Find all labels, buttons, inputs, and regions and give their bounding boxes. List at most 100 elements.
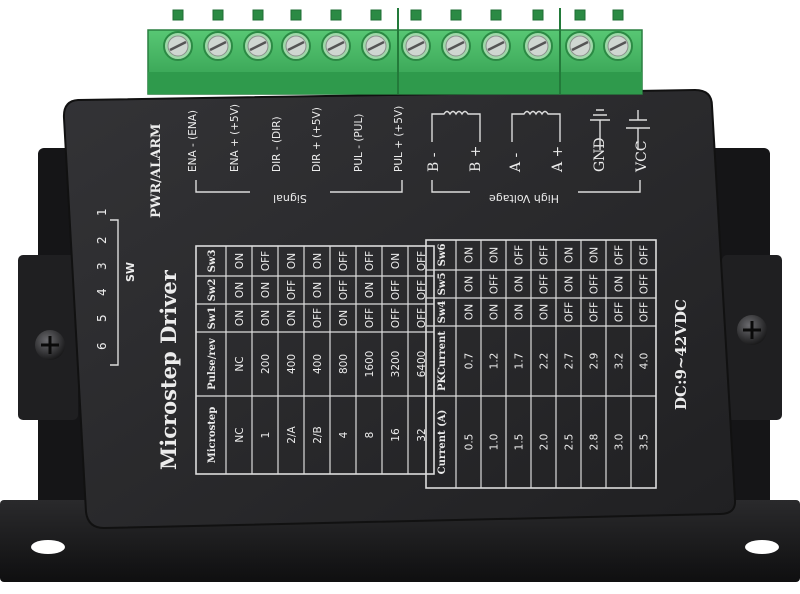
table-cell: OFF: [639, 245, 651, 265]
table-header-cell: Pulse/rev: [207, 337, 218, 390]
terminal-screw-icon: [321, 9, 351, 61]
table-cell: ON: [364, 282, 376, 298]
table-cell: 1.0: [489, 434, 501, 451]
signal-pin-label: DIR - (DIR): [271, 116, 283, 172]
terminal-screw-icon: [163, 9, 193, 61]
table-cell: OFF: [364, 251, 376, 271]
power-pin-label: A +: [550, 146, 566, 173]
table-cell: ON: [464, 276, 476, 292]
sw-number: 6: [95, 342, 109, 350]
table-cell: 3.0: [614, 434, 626, 451]
table-cell: 1600: [364, 351, 376, 378]
terminal-screw-icon: [203, 9, 233, 61]
table-cell: OFF: [589, 302, 601, 322]
front-panel: [62, 88, 737, 530]
hv-bracket: [431, 180, 641, 193]
current-table: Current (A)PKCurrentSw4Sw5Sw60.50.7ONONO…: [425, 239, 657, 489]
table-cell: ON: [464, 304, 476, 320]
table-cell: 800: [338, 354, 350, 374]
signal-pin-label: PUL + (+5V): [393, 106, 405, 172]
table-cell: ON: [286, 310, 298, 326]
table-cell: ON: [614, 276, 626, 292]
table-cell: 200: [260, 354, 272, 374]
table-cell: ON: [564, 276, 576, 292]
table-cell: ON: [539, 304, 551, 320]
table-cell: 4: [338, 431, 350, 438]
table-cell: 1.7: [514, 353, 526, 370]
table-cell: 8: [364, 432, 376, 439]
table-cell: OFF: [390, 280, 402, 300]
table-cell: OFF: [489, 274, 501, 294]
table-cell: 4.0: [639, 353, 651, 370]
table-cell: ON: [589, 247, 601, 263]
table-cell: 2.9: [589, 353, 601, 370]
signal-group-label: Signal: [273, 192, 307, 205]
table-cell: OFF: [338, 280, 350, 300]
table-cell: 2/A: [286, 425, 298, 443]
table-cell: ON: [514, 276, 526, 292]
table-cell: ON: [312, 253, 324, 269]
signal-pin-label: ENA - (ENA): [187, 110, 199, 172]
supply-voltage: DC:9~42VDC: [672, 299, 690, 410]
coil-a-icon: [511, 110, 561, 142]
vcc-icon: [626, 110, 650, 150]
table-cell: ON: [489, 304, 501, 320]
sw-number: 5: [95, 314, 109, 322]
setting-tables: MicrostepPulse/revSw1Sw2Sw3NCNCONONON120…: [195, 239, 657, 489]
table-cell: 6400: [416, 351, 428, 378]
power-pin-label: GND: [592, 137, 608, 172]
led-label: PWR/ALARM: [149, 124, 164, 218]
table-cell: OFF: [539, 274, 551, 294]
sw-number: 3: [95, 262, 109, 270]
panel-print: PWR/ALARM ENA - (ENA)ENA + (+5V)DIR - (D…: [95, 104, 690, 470]
table-cell: 2.0: [539, 434, 551, 451]
table-cell: 2.2: [539, 353, 551, 370]
table-cell: 2.8: [589, 434, 601, 451]
table-cell: OFF: [338, 251, 350, 271]
table-cell: ON: [260, 310, 272, 326]
terminal-screw-icon: [401, 9, 431, 61]
table-cell: OFF: [312, 308, 324, 328]
table-cell: NC: [234, 427, 246, 442]
table-cell: 0.7: [464, 353, 476, 370]
table-cell: ON: [514, 304, 526, 320]
terminal-block: [147, 8, 643, 95]
table-cell: 3.2: [614, 353, 626, 370]
table-cell: ON: [338, 310, 350, 326]
table-cell: ON: [390, 253, 402, 269]
table-cell: OFF: [390, 308, 402, 328]
microstep-table: MicrostepPulse/revSw1Sw2Sw3NCNCONONON120…: [195, 245, 435, 475]
terminal-screw-icon: [441, 9, 471, 61]
table-cell: ON: [234, 253, 246, 269]
table-cell: OFF: [514, 245, 526, 265]
table-cell: ON: [234, 282, 246, 298]
sw-number: 1: [95, 208, 109, 216]
table-header-cell: Sw1: [207, 307, 218, 330]
table-cell: 2.7: [564, 353, 576, 370]
table-cell: 400: [286, 354, 298, 374]
table-cell: 3200: [390, 351, 402, 378]
table-cell: OFF: [416, 308, 428, 328]
table-cell: OFF: [260, 251, 272, 271]
signal-pin-label: PUL - (PUL): [353, 114, 365, 172]
table-cell: OFF: [639, 302, 651, 322]
table-cell: 1.2: [489, 353, 501, 370]
table-cell: ON: [286, 253, 298, 269]
table-cell: OFF: [286, 280, 298, 300]
device-title: Microstep Driver: [156, 269, 181, 470]
terminal-screw-icon: [565, 9, 595, 61]
table-header-cell: Sw5: [437, 273, 448, 296]
sw-number: 2: [95, 236, 109, 244]
table-cell: ON: [312, 282, 324, 298]
table-cell: 1.5: [514, 434, 526, 451]
table-cell: ON: [564, 247, 576, 263]
table-header-cell: Sw2: [207, 279, 218, 302]
power-pin-label: A -: [508, 152, 524, 173]
terminal-screw-icon: [361, 9, 391, 61]
table-cell: 2.5: [564, 434, 576, 451]
hv-group-label: High Voltage: [489, 192, 559, 205]
table-header-cell: Sw6: [437, 244, 448, 267]
table-cell: OFF: [639, 274, 651, 294]
table-header-cell: Sw4: [437, 301, 448, 324]
